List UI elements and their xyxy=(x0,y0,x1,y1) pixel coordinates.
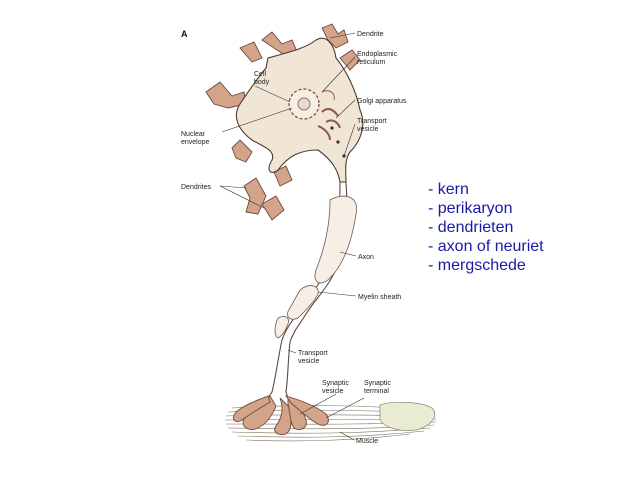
legend-item-perikaryon: - perikaryon xyxy=(428,200,513,217)
label-nuclear-envelope-1: Nuclear xyxy=(181,131,206,138)
label-transport-vesicle-bottom-2: vesicle xyxy=(298,358,320,365)
legend-list: - kern - perikaryon - dendrieten - axon … xyxy=(428,180,544,275)
label-cell-body-2: body xyxy=(254,79,270,86)
label-synaptic-terminal-2: terminal xyxy=(364,388,389,395)
myelin-sheath xyxy=(274,195,358,339)
label-transport-vesicle-top-1: Transport xyxy=(357,118,387,125)
label-transport-vesicle-top-2: vesicle xyxy=(357,126,379,133)
synaptic-terminals xyxy=(233,395,329,435)
label-axon: Axon xyxy=(358,254,374,261)
label-leaders xyxy=(219,32,365,441)
label-endoplasmic-1: Endoplasmic xyxy=(357,51,398,58)
label-dendrites: Dendrites xyxy=(181,184,211,191)
label-transport-vesicle-bottom-1: Transport xyxy=(298,350,328,357)
label-nuclear-envelope-2: envelope xyxy=(181,139,210,146)
label-endoplasmic-2: reticulum xyxy=(357,59,386,66)
legend-item-dendrieten: - dendrieten xyxy=(428,219,514,236)
legend-item-kern: - kern xyxy=(428,181,469,198)
label-synaptic-terminal-1: Synaptic xyxy=(364,380,391,387)
cell-body xyxy=(205,23,364,221)
diagram-labels: Dendrite Endoplasmic reticulum Cell body… xyxy=(181,31,407,445)
legend-item-mergschede: - mergschede xyxy=(428,257,526,274)
panel-letter: A xyxy=(181,29,188,39)
label-synaptic-vesicle-2: vesicle xyxy=(322,388,344,395)
label-dendrite: Dendrite xyxy=(357,31,384,38)
label-cell-body-1: Cell xyxy=(254,71,267,78)
label-muscle: Muscle xyxy=(356,438,378,445)
legend-item-axon: - axon of neuriet xyxy=(428,238,544,255)
label-myelin-sheath: Myelin sheath xyxy=(358,294,401,301)
label-golgi: Golgi apparatus xyxy=(357,98,407,105)
label-synaptic-vesicle-1: Synaptic xyxy=(322,380,349,387)
